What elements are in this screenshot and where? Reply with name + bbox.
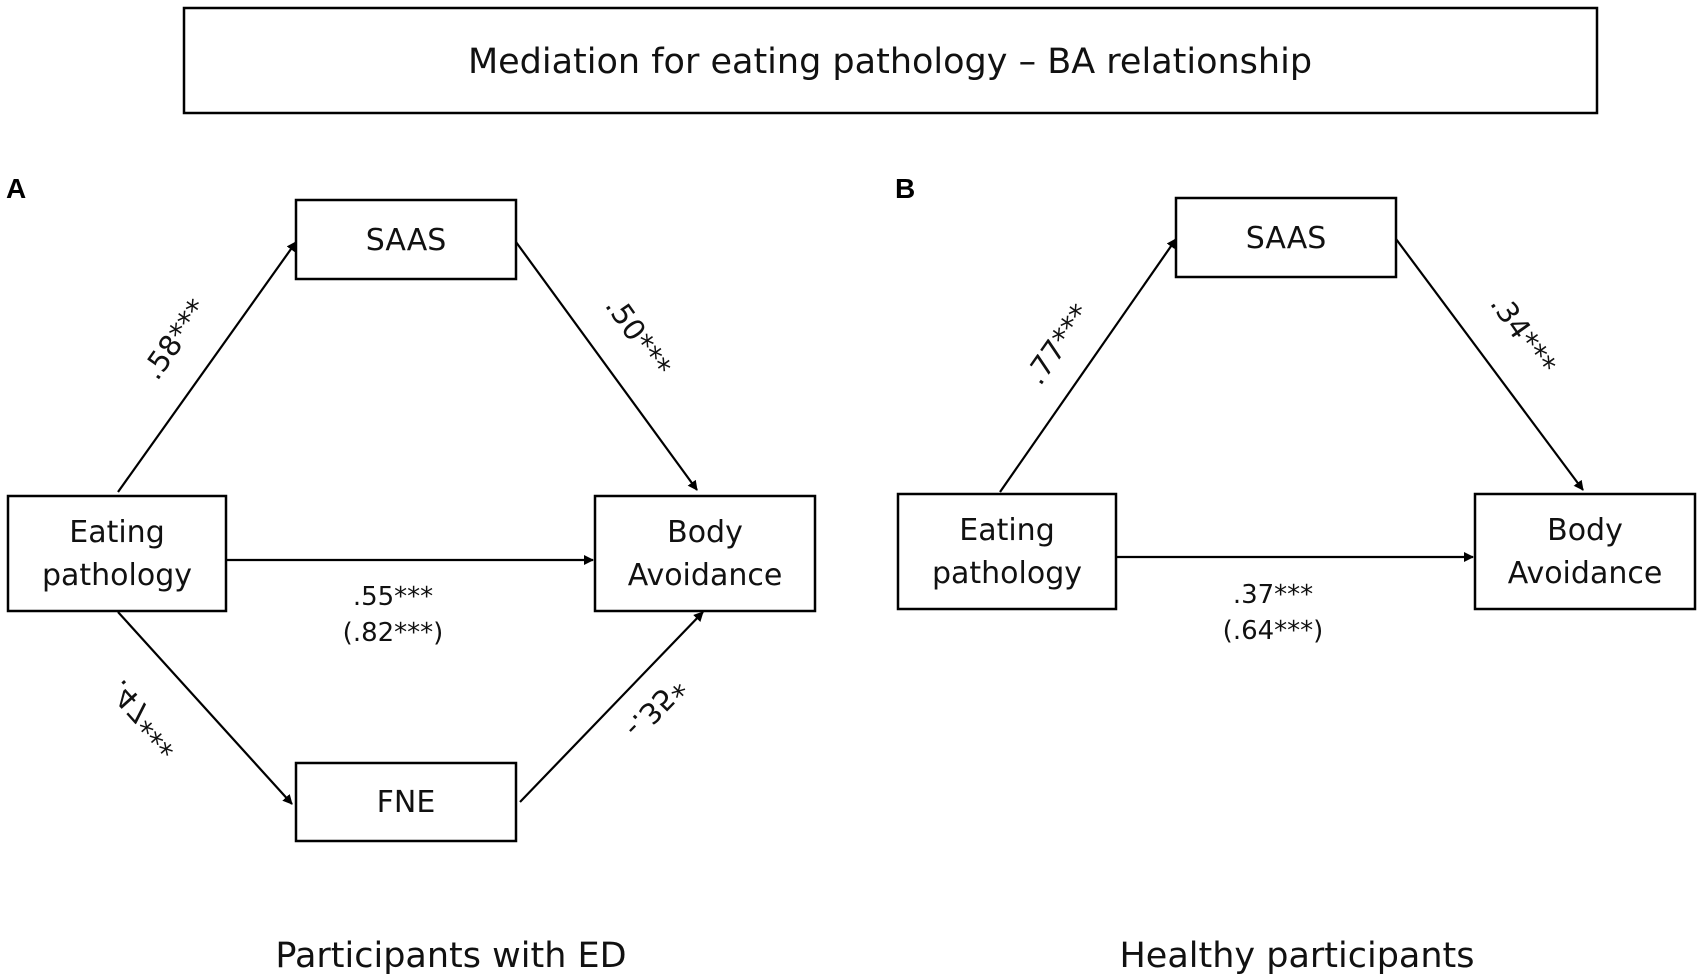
panel-a-node-eating-pathology: Eating pathology (6, 494, 228, 613)
panel-a-coef-ep-fne: .47*** (102, 673, 187, 762)
panel-a-coef-fne-ba: -.35* (618, 671, 692, 746)
panel-b-node-eating-pathology: Eating pathology (896, 492, 1118, 611)
panel-a-coef-total: (.82***) (343, 618, 444, 648)
panel-a-node-eating-line1: Eating (69, 515, 165, 550)
panel-a-letter: A (6, 173, 26, 204)
panel-b-coef-total: (.64***) (1223, 616, 1324, 646)
diagram-title: Mediation for eating pathology – BA rela… (468, 42, 1312, 82)
panel-a-edge-saas-ba (515, 241, 698, 491)
panel-a-node-fne-label: FNE (377, 785, 436, 820)
panel-b-node-body-line1: Body (1547, 513, 1623, 548)
panel-a-node-saas-label: SAAS (366, 223, 447, 258)
panel-b-node-body-line2: Avoidance (1508, 556, 1663, 591)
panel-b-node-saas: SAAS (1174, 196, 1398, 279)
panel-b-caption: Healthy participants (1119, 936, 1474, 976)
panel-a-node-saas: SAAS (294, 198, 518, 281)
panel-a-edge-fne-ba (519, 611, 704, 803)
panel-a-edge-ep-fne (117, 611, 293, 805)
panel-a-edge-ep-saas (117, 241, 297, 493)
panel-a-coef-saas-ba: .50*** (599, 290, 678, 383)
panel-a-node-body-line1: Body (667, 515, 743, 550)
panel-b-letter: B (895, 173, 915, 204)
panel-a-caption: Participants with ED (275, 936, 626, 976)
panel-b-node-body-avoidance: Body Avoidance (1473, 492, 1697, 611)
panel-a-coef-direct: .55*** (353, 582, 433, 612)
panel-b: B SAAS Eating pathology Body Avoidance .… (895, 173, 1697, 976)
title-banner: Mediation for eating pathology – BA rela… (182, 6, 1599, 115)
panel-a-node-fne: FNE (294, 761, 518, 843)
panel-b-edge-saas-ba (1395, 238, 1584, 491)
panel-a: A SAAS Eating pathology Body Avoidance F… (6, 173, 817, 976)
title-box (182, 6, 1599, 115)
panel-b-edge-ep-saas (999, 238, 1177, 493)
panel-b-coef-ep-saas: .77*** (1018, 298, 1097, 391)
panel-b-coef-saas-ba: .34*** (1484, 288, 1563, 381)
panel-a-node-body-avoidance: Body Avoidance (593, 494, 817, 613)
panel-b-node-saas-label: SAAS (1246, 221, 1327, 256)
panel-b-node-eating-line2: pathology (932, 556, 1082, 591)
panel-a-node-body-line2: Avoidance (628, 558, 783, 593)
panel-b-coef-direct: .37*** (1233, 580, 1313, 610)
panel-a-node-eating-line2: pathology (42, 558, 192, 593)
panel-b-node-eating-line1: Eating (959, 513, 1055, 548)
